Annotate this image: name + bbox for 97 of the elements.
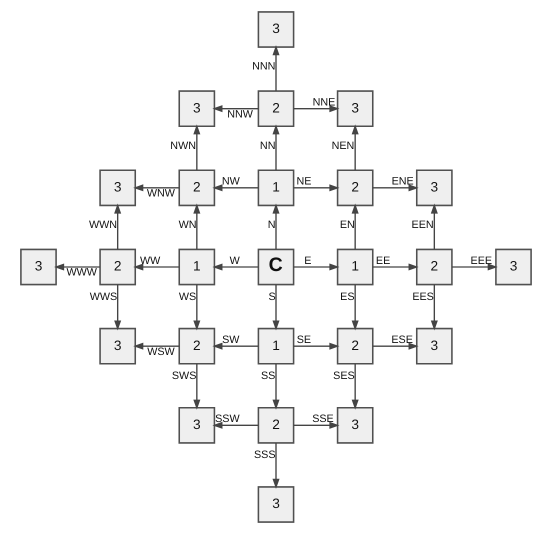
- arrow: [132, 342, 179, 350]
- arrow: [372, 263, 418, 271]
- arrow: [351, 284, 358, 331]
- edge-label: WS: [178, 290, 196, 303]
- edge-label: SWS: [171, 370, 196, 382]
- edge-label: NNE: [312, 96, 335, 109]
- arrow: [372, 342, 418, 350]
- edge-label: NWN: [170, 140, 196, 152]
- node-box: 3: [98, 169, 136, 206]
- node-box: 2: [257, 406, 294, 444]
- edge-label: NW: [221, 176, 240, 188]
- edge-label: SS: [260, 370, 275, 382]
- arrow: [430, 204, 438, 250]
- arrow: [272, 284, 280, 331]
- node-box: 2: [178, 169, 215, 206]
- arrow: [212, 263, 258, 271]
- node-box: 1: [257, 169, 294, 206]
- node-box: 2: [98, 248, 136, 286]
- node-box: 1: [257, 328, 294, 365]
- edge-label: NNN: [252, 60, 275, 73]
- arrow: [212, 105, 258, 112]
- edge-label: SSW: [214, 413, 240, 426]
- arrow: [451, 263, 498, 271]
- node-box: 2: [336, 169, 374, 206]
- edge-label: SSS: [254, 449, 276, 462]
- edge-label: S: [268, 290, 276, 303]
- node-box: 3: [336, 406, 374, 444]
- arrow: [293, 105, 339, 112]
- edge-label: NEN: [331, 140, 354, 152]
- edge-label: EES: [412, 290, 434, 303]
- arrow: [293, 263, 339, 271]
- edge-label: SES: [332, 370, 354, 382]
- arrow: [192, 124, 200, 170]
- arrow: [272, 364, 280, 410]
- node-box: 3: [178, 406, 215, 444]
- node-box: 3: [257, 486, 294, 523]
- arrow: [192, 204, 200, 250]
- edge-label: NN: [259, 140, 275, 152]
- arrow: [114, 284, 121, 331]
- edge-label: WSW: [146, 346, 174, 358]
- edge-label: SSE: [312, 413, 334, 426]
- arrow: [293, 422, 339, 429]
- node-box: 3: [20, 248, 56, 286]
- arrow: [54, 263, 100, 271]
- edge-label: WWW: [66, 266, 96, 279]
- edge-label: EE: [375, 254, 390, 267]
- edge-label: W: [229, 254, 240, 267]
- node-box: 2: [257, 90, 294, 128]
- node-box: 3: [336, 90, 374, 128]
- node-box: 3: [415, 328, 452, 365]
- node-box: 2: [415, 248, 452, 286]
- arrow: [293, 342, 339, 350]
- edge-label: ENE: [391, 176, 414, 188]
- node-box: 3: [178, 90, 215, 128]
- edge-label: N: [267, 219, 275, 232]
- arrow: [212, 184, 258, 192]
- node-box: 3: [415, 169, 452, 206]
- arrow: [272, 204, 280, 250]
- arrow: [351, 204, 358, 250]
- arrow: [372, 184, 418, 192]
- edge-label: WNW: [146, 187, 174, 200]
- edge-label: ESE: [390, 334, 412, 346]
- arrow: [351, 364, 358, 410]
- arrow: [192, 364, 200, 410]
- node-box: C: [257, 248, 294, 286]
- edge-label: WW: [140, 254, 160, 267]
- edge-label: EEE: [470, 254, 492, 267]
- arrow: [192, 284, 200, 331]
- arrow: [293, 184, 339, 192]
- node-box: 2: [336, 328, 374, 365]
- arrow: [272, 45, 280, 91]
- node-box: 3: [98, 328, 136, 365]
- edge-label: EEN: [411, 219, 434, 232]
- edge-label: ES: [340, 290, 354, 303]
- arrow: [132, 184, 179, 192]
- node-box: 3: [494, 248, 532, 286]
- arrow: [272, 443, 280, 489]
- edge-label: SE: [296, 334, 311, 346]
- arrow: [212, 342, 258, 350]
- arrow: [114, 204, 121, 250]
- arrow: [351, 124, 358, 170]
- arrow: [132, 263, 179, 271]
- edge-label: WWS: [89, 290, 117, 303]
- node-box: 1: [336, 248, 374, 286]
- edge-label: NNW: [226, 108, 252, 120]
- node-box: 2: [178, 328, 215, 365]
- arrow: [212, 422, 258, 429]
- arrow: [272, 124, 280, 170]
- edge-label: WN: [178, 219, 196, 232]
- node-box: 3: [257, 11, 294, 48]
- edge-label: SW: [222, 334, 239, 346]
- arrow: [430, 284, 438, 331]
- edge-label: EN: [339, 219, 354, 232]
- edge-label: WWN: [88, 219, 117, 232]
- node-box: 1: [178, 248, 215, 286]
- edge-label: NE: [296, 176, 311, 188]
- edge-label: E: [304, 254, 311, 267]
